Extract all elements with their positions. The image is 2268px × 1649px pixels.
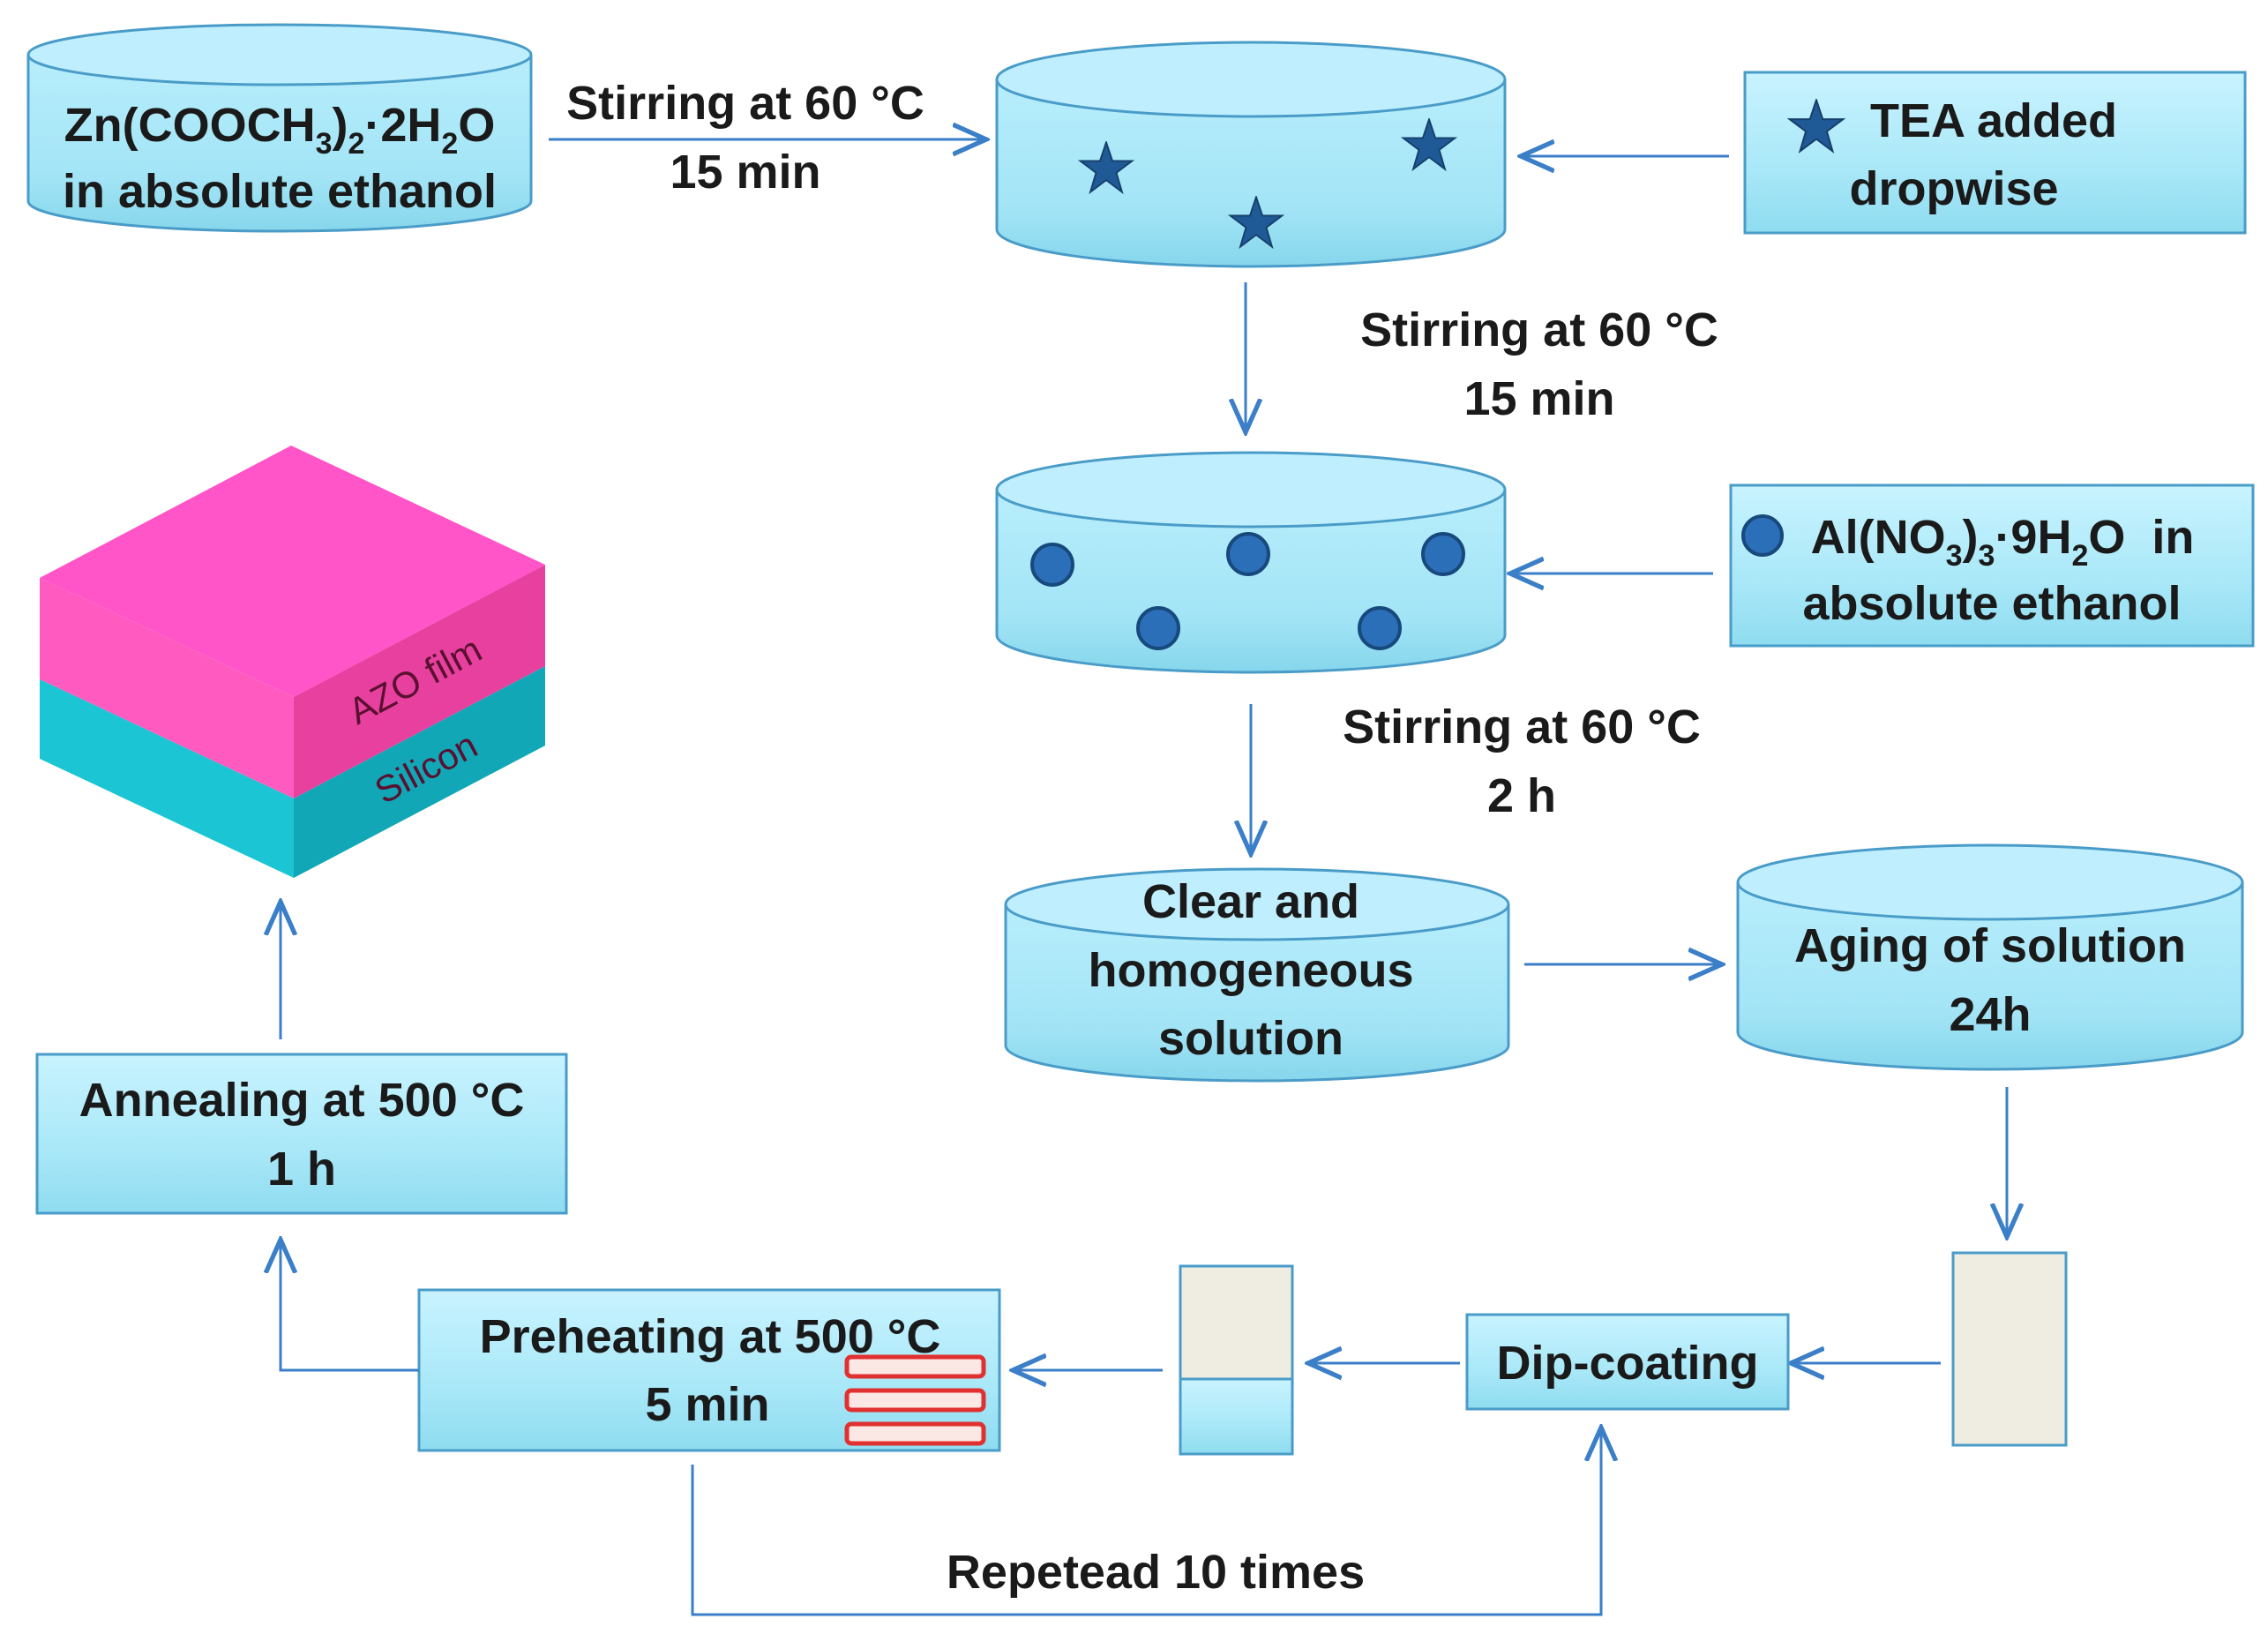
arrow-to-annealing [281,1240,419,1372]
aluminium-dot-icon [1226,532,1270,576]
dip-coating-box: Dip-coating [1465,1313,1790,1411]
annealing-label-2: 1 h [267,1143,336,1196]
stir-1-duration: 15 min [670,146,820,199]
tea-box: TEA added dropwise [1743,71,2247,235]
aluminium-dot-icon [1741,514,1784,557]
heater-icon [844,1354,986,1446]
aluminium-dot-icon [1358,606,1402,650]
tea-label: TEA added [1870,94,2117,147]
aging-label-2: 24h [1949,988,2031,1041]
tea-mixing-vessel [995,41,1507,268]
annealing-label-1: Annealing at 500 °C [79,1074,525,1127]
preheating-box: Preheating at 500 °C 5 min [417,1288,1001,1452]
tea-label-2: dropwise [1849,162,2058,215]
aluminium-dot-icon [1136,606,1180,650]
stir-3-condition: Stirring at 60 °C [1343,701,1701,753]
zinc-precursor-vessel: Zn(COOCH3)2·2H2O in absolute ethanol [26,23,533,233]
aluminium-dot-icon [1030,543,1074,587]
repeat-label: Repetead 10 times [947,1546,1365,1599]
coated-substrate [1179,1264,1294,1456]
clear-solution-label-1: Clear and [1142,875,1359,928]
aluminium-dot-icon [1421,532,1465,576]
clear-solution-vessel: Clear and homogeneous solution [1004,867,1510,1083]
aluminium-nitrate-box: Al(NO3)3·9H2O in absolute ethanol [1729,483,2255,648]
zinc-precursor-solvent: in absolute ethanol [63,165,497,218]
repeat-loop-arrow [691,1428,1601,1616]
aluminium-nitrate-formula: Al(NO3)3·9H2O in [1811,511,2195,573]
preheating-label-2: 5 min [645,1378,769,1431]
aging-vessel: Aging of solution 24h [1736,843,2244,1071]
aluminium-mixing-vessel [995,451,1507,674]
preheating-label-1: Preheating at 500 °C [480,1310,941,1363]
azo-film-stack: AZO film Silicon [40,446,545,878]
aging-label-1: Aging of solution [1794,919,2186,972]
zinc-precursor-formula: Zn(COOCH3)2·2H2O [64,99,496,161]
clear-solution-label-2: homogeneous [1088,944,1413,997]
stir-1-condition: Stirring at 60 °C [566,77,924,130]
stir-2-condition: Stirring at 60 °C [1360,304,1718,356]
stir-2-duration: 15 min [1463,372,1614,425]
annealing-box: Annealing at 500 °C 1 h [35,1053,568,1215]
aluminium-nitrate-solvent: absolute ethanol [1802,577,2181,630]
clear-solution-label-3: solution [1158,1012,1344,1065]
dip-coating-label: Dip-coating [1497,1337,1759,1390]
stir-3-duration: 2 h [1487,769,1556,822]
bare-substrate [1951,1251,2068,1447]
